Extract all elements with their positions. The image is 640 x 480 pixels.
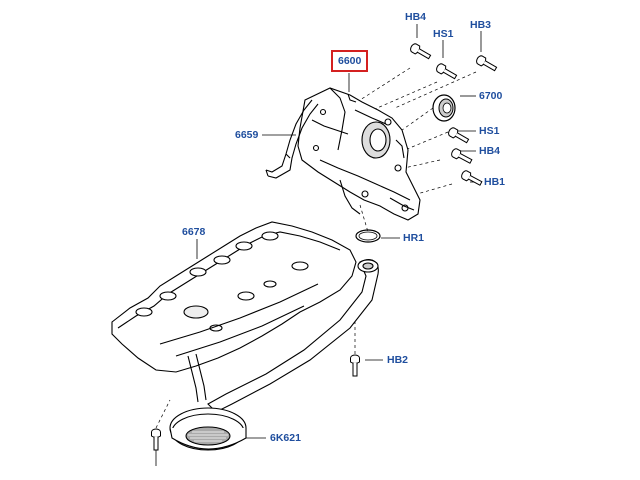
bolt-hb4-top: [408, 42, 433, 62]
callout-hb1[interactable]: HB1: [484, 176, 506, 188]
bolt-hb2: [350, 354, 360, 377]
callout-hb3[interactable]: HB3: [470, 19, 492, 31]
bracket-drawing: [265, 99, 319, 179]
seal-ring-drawing: [432, 94, 456, 122]
callout-6600-selected[interactable]: 6600: [331, 50, 369, 72]
pickup-tube-drawing: [187, 259, 379, 413]
assembly-dashes: [155, 67, 477, 429]
callout-6678[interactable]: 6678: [182, 226, 206, 238]
callout-hs1-right[interactable]: HS1: [479, 125, 500, 137]
bolt-hb4-right: [449, 147, 474, 166]
callout-hr1[interactable]: HR1: [403, 232, 425, 244]
callout-hb4-top[interactable]: HB4: [405, 11, 427, 23]
bolt-hs1-right: [446, 126, 471, 146]
bolt-hb3: [474, 54, 499, 74]
bolt-hs1-top: [434, 62, 459, 82]
strainer-drawing: [169, 407, 247, 451]
oil-pump-drawing: [297, 87, 421, 221]
callout-hs1-top[interactable]: HS1: [433, 28, 454, 40]
callout-6k621[interactable]: 6K621: [270, 432, 301, 444]
baffle-plate-drawing: [111, 221, 357, 373]
bolt-strainer: [151, 428, 161, 451]
o-ring-drawing: [355, 229, 381, 243]
leader-lines: [155, 24, 482, 466]
callout-6700[interactable]: 6700: [479, 90, 503, 102]
callout-hb4-right[interactable]: HB4: [479, 145, 501, 157]
bolt-hb1: [459, 169, 484, 188]
callout-6659[interactable]: 6659: [235, 129, 259, 141]
callout-hb2[interactable]: HB2: [387, 354, 409, 366]
